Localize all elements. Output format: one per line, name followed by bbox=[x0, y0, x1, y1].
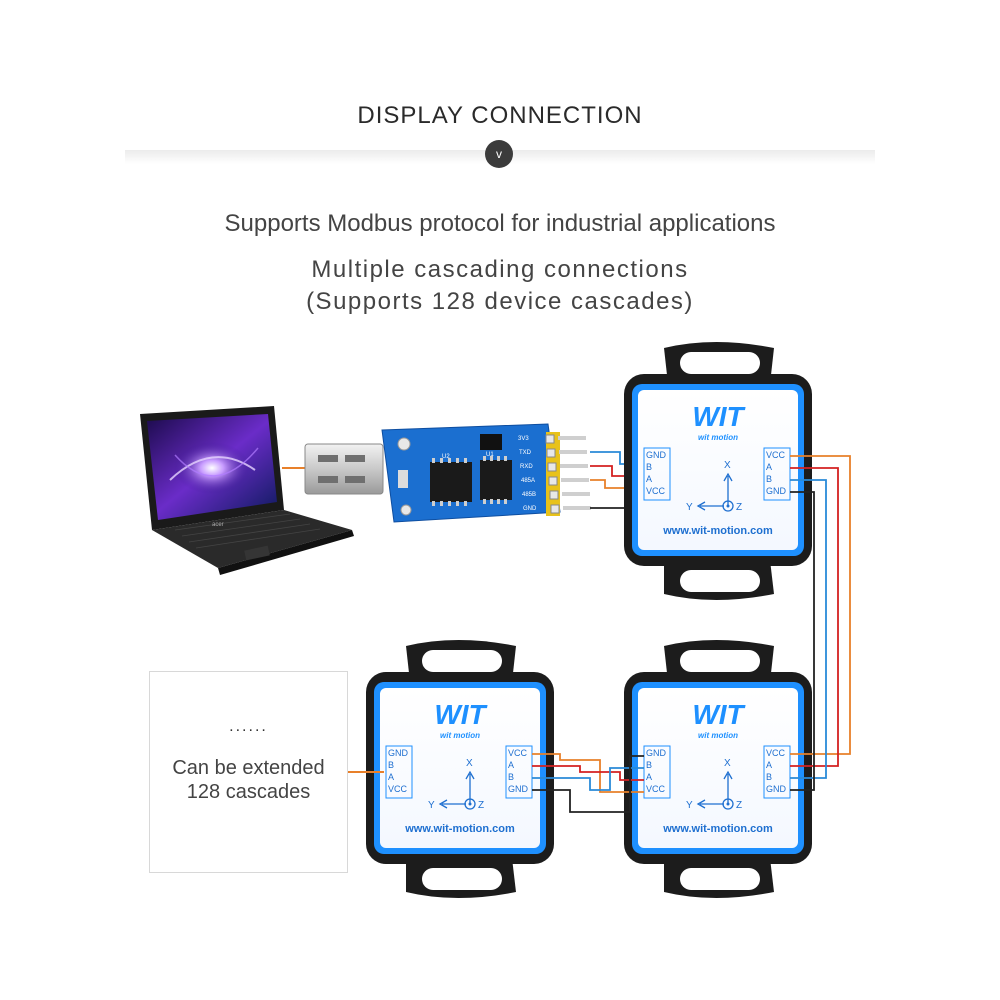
sensor-url: www.wit-motion.com bbox=[662, 525, 773, 537]
sensor-url: www.wit-motion.com bbox=[662, 823, 773, 835]
axis-icon bbox=[438, 770, 476, 810]
cascade-line-2: (Supports 128 device cascades) bbox=[306, 288, 694, 315]
pin-label-485b: 485B bbox=[522, 492, 536, 498]
pin-vcc-left: VCC bbox=[646, 486, 666, 496]
pin-b-right: B bbox=[508, 772, 514, 782]
axis-y-label: Y bbox=[686, 502, 693, 513]
brand-sub: wit motion bbox=[440, 731, 480, 740]
pin-vcc-right: VCC bbox=[766, 450, 786, 460]
mount-hole-top bbox=[422, 650, 502, 672]
pin-vcc-left: VCC bbox=[388, 784, 408, 794]
brand-logo: WIT bbox=[692, 699, 746, 730]
mount-hole-bottom bbox=[422, 868, 502, 890]
pin-gnd-right: GND bbox=[766, 486, 787, 496]
usb-plug bbox=[304, 443, 384, 495]
pin-label-485a: 485A bbox=[521, 478, 535, 484]
ellipsis-dots: ...... bbox=[229, 718, 268, 735]
sensor2-to-sensor3-wires bbox=[532, 753, 644, 813]
mount-hole-top bbox=[680, 352, 760, 374]
page-title: DISPLAY CONNECTION bbox=[357, 102, 643, 129]
sensor-3: WIT wit motion GND B A VCC VCC A B GND X… bbox=[366, 640, 554, 898]
mount-hole-bottom bbox=[680, 868, 760, 890]
pin-b-right: B bbox=[766, 474, 772, 484]
pin-a-right: A bbox=[508, 760, 514, 770]
axis-z-label: Z bbox=[478, 800, 484, 811]
sensor-2: WIT wit motion GND B A VCC VCC A B GND X… bbox=[624, 640, 812, 898]
mount-hole-top bbox=[680, 650, 760, 672]
sensor-url: www.wit-motion.com bbox=[404, 823, 515, 835]
usb-rs485-adapter: U2 U1 3V3 TXD RXD 485A 485B GND bbox=[381, 423, 591, 523]
touchpad bbox=[244, 545, 270, 561]
pin-gnd-left: GND bbox=[388, 748, 409, 758]
axis-y-label: Y bbox=[686, 800, 693, 811]
axis-x-label: X bbox=[466, 758, 473, 769]
brand-logo: WIT bbox=[692, 401, 746, 432]
axis-y-label: Y bbox=[428, 800, 435, 811]
pin-gnd-left: GND bbox=[646, 450, 667, 460]
header-pins bbox=[545, 432, 591, 516]
pin-gnd-right: GND bbox=[766, 784, 787, 794]
modbus-support-text: Supports Modbus protocol for industrial … bbox=[224, 210, 776, 237]
extension-text: Can be extended 128 cascades bbox=[150, 756, 347, 804]
pin-label-gnd: GND bbox=[523, 506, 537, 512]
pin-vcc-right: VCC bbox=[508, 748, 528, 758]
pin-a-right: A bbox=[766, 462, 772, 472]
pin-vcc-right: VCC bbox=[766, 748, 786, 758]
axis-icon bbox=[696, 770, 734, 810]
pin-label-txd: TXD bbox=[519, 450, 532, 456]
axis-x-label: X bbox=[724, 460, 731, 471]
mount-hole-bottom bbox=[680, 570, 760, 592]
axis-z-label: Z bbox=[736, 800, 742, 811]
pin-b-left: B bbox=[388, 760, 394, 770]
pin-a-right: A bbox=[766, 760, 772, 770]
pin-gnd-left: GND bbox=[646, 748, 667, 758]
pin-b-left: B bbox=[646, 462, 652, 472]
brand-logo: WIT bbox=[434, 699, 488, 730]
brand-sub: wit motion bbox=[698, 731, 738, 740]
axis-z-label: Z bbox=[736, 502, 742, 513]
extension-box: ...... Can be extended 128 cascades bbox=[149, 671, 348, 873]
laptop: acer bbox=[140, 406, 354, 575]
pin-label-rxd: RXD bbox=[520, 464, 533, 470]
pin-a-left: A bbox=[646, 474, 652, 484]
chip-u2 bbox=[430, 462, 472, 502]
laptop-brand: acer bbox=[212, 522, 224, 528]
axis-icon bbox=[696, 472, 734, 512]
extension-line-2: 128 cascades bbox=[186, 781, 311, 803]
pin-label-3v3: 3V3 bbox=[518, 436, 529, 442]
cascade-line-1: Multiple cascading connections bbox=[311, 256, 689, 283]
brand-sub: wit motion bbox=[698, 433, 738, 442]
pin-b-right: B bbox=[766, 772, 772, 782]
chevron-down-icon: v bbox=[485, 140, 513, 168]
pin-gnd-right: GND bbox=[508, 784, 529, 794]
cascade-text: Multiple cascading connections (Supports… bbox=[0, 254, 1000, 318]
axis-x-label: X bbox=[724, 758, 731, 769]
pin-b-left: B bbox=[646, 760, 652, 770]
chip-label-u2: U2 bbox=[442, 454, 450, 460]
pin-a-left: A bbox=[388, 772, 394, 782]
screen-wallpaper bbox=[174, 442, 250, 494]
chip-label-u1: U1 bbox=[486, 452, 494, 458]
keyboard bbox=[174, 513, 321, 549]
pin-a-left: A bbox=[646, 772, 652, 782]
pin-vcc-left: VCC bbox=[646, 784, 666, 794]
sensor-1: WIT wit motion GND B A VCC VCC A B GND X… bbox=[624, 342, 812, 600]
extension-line-1: Can be extended bbox=[172, 757, 325, 779]
chip-u1 bbox=[480, 460, 512, 500]
small-ic bbox=[480, 434, 502, 450]
sensor1-to-sensor2-wires bbox=[790, 455, 851, 791]
